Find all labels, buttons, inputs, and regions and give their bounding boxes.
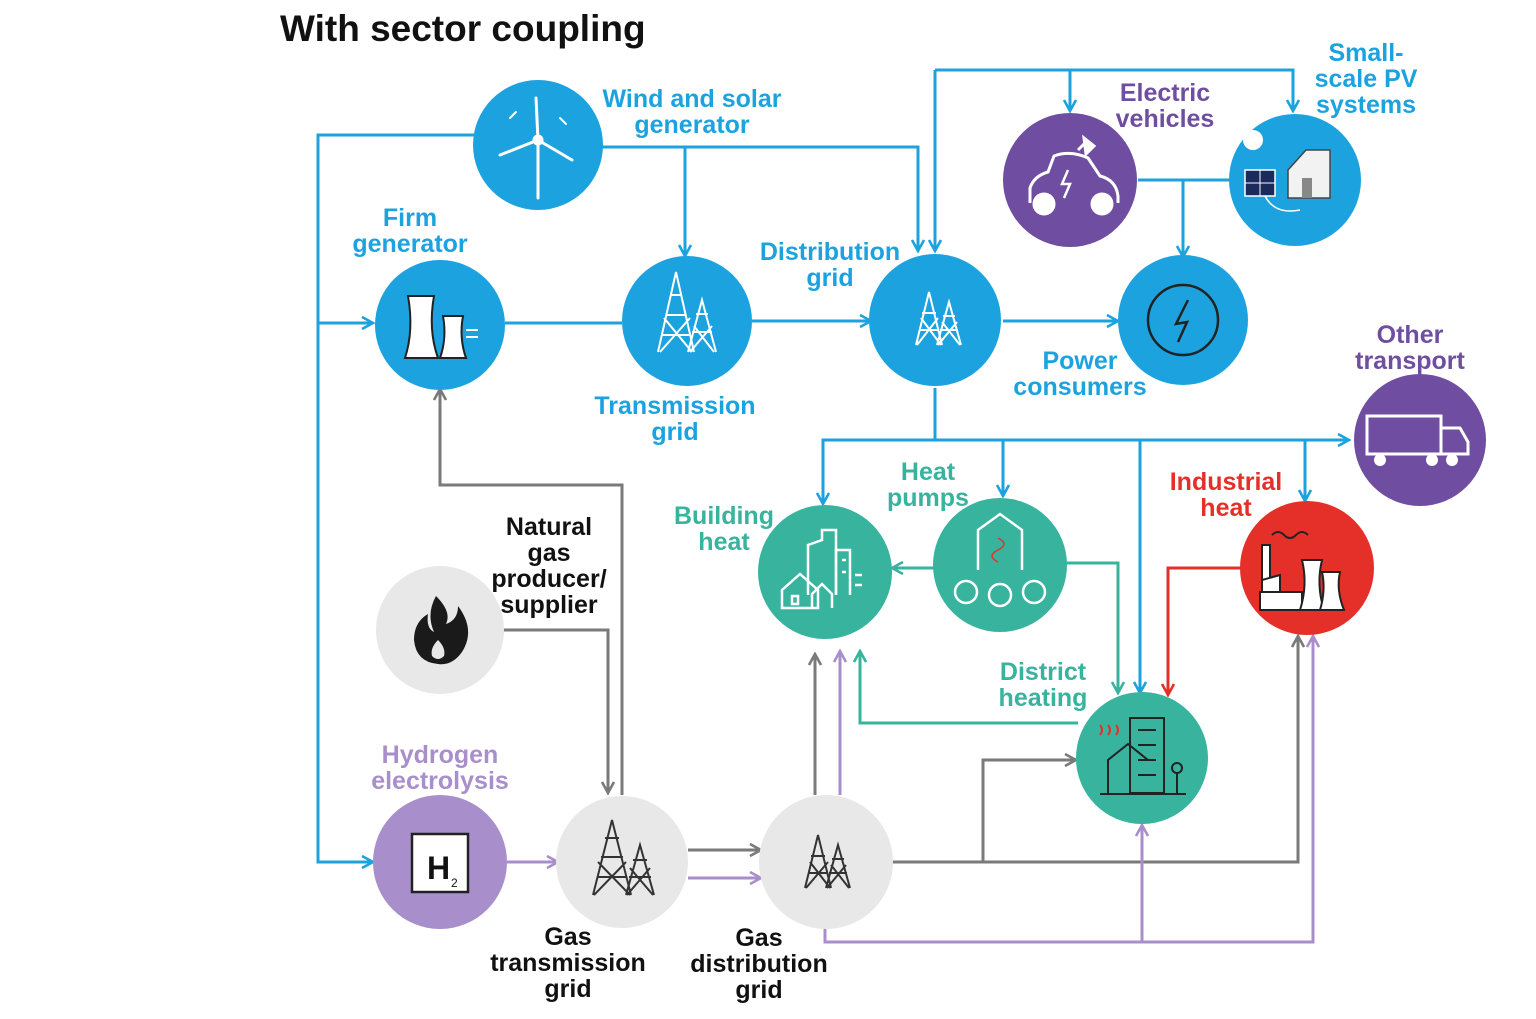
building-heat-label: Building heat: [674, 502, 774, 556]
heat-pump-icon: [953, 512, 1047, 608]
buildings-icon: [780, 528, 862, 610]
wind-solar-node: [473, 80, 603, 210]
heat-pumps-node: [933, 498, 1067, 632]
hydrogen-label: Hydrogen electrolysis: [371, 741, 509, 795]
hydrogen-flows: [507, 637, 1313, 944]
natural-gas-node: [376, 566, 504, 694]
factory-icon: [1259, 531, 1346, 611]
gas-transmission-label: Gas transmission grid: [490, 923, 646, 1003]
power-consumers-node: [1118, 255, 1248, 385]
truck-icon: [1365, 414, 1470, 466]
electric-vehicles-label: Electric vehicles: [1115, 79, 1215, 133]
electric-vehicles-node: [1003, 113, 1137, 247]
solar-house-icon: [1243, 130, 1331, 212]
district-heating-icon: [1099, 717, 1186, 795]
flame-icon: [414, 596, 469, 665]
hydrogen-icon: [410, 832, 470, 894]
wind-turbine-icon: [498, 96, 574, 200]
small-pv-node: [1229, 114, 1361, 246]
hydrogen-subscript: 2: [451, 876, 458, 890]
gas-transmission-node: [556, 796, 688, 928]
firm-generator-node: [375, 260, 505, 390]
natural-gas-flows: [440, 390, 1298, 864]
firm-generator-label: Firm generator: [352, 204, 468, 258]
electric-car-icon: [1028, 134, 1120, 216]
heat-flows: [860, 563, 1118, 725]
pylon-icon: [592, 819, 655, 896]
industrial-heat-node: [1240, 501, 1374, 635]
distribution-grid-node: [869, 254, 1001, 386]
wind-solar-label: Wind and solar generator: [602, 85, 782, 139]
pylon-icon: [657, 271, 717, 353]
industrial-heat-flow: [1168, 566, 1243, 694]
district-heating-node: [1076, 692, 1208, 824]
other-transport-node: [1354, 374, 1486, 506]
electricity-flows: [316, 68, 1348, 862]
district-heating-label: District heating: [998, 658, 1088, 712]
distribution-grid-label: Distribution grid: [759, 238, 901, 292]
other-transport-label: Other transport: [1355, 321, 1465, 375]
power-consumers-label: Power consumers: [1013, 347, 1147, 401]
lightning-icon: [1146, 283, 1220, 357]
transmission-grid-node: [622, 256, 752, 386]
gas-distribution-label: Gas distribution grid: [690, 924, 828, 1004]
small-pv-label: Small- scale PV systems: [1314, 39, 1418, 119]
hydrogen-node: H 2: [373, 795, 507, 929]
pylon-icon: [804, 834, 851, 889]
building-heat-node: [758, 505, 892, 639]
gas-distribution-node: [759, 795, 893, 929]
diagram-title: With sector coupling: [280, 8, 646, 49]
industrial-heat-label: Industrial heat: [1169, 468, 1283, 522]
cooling-tower-icon: [403, 295, 478, 359]
heat-pumps-label: Heat pumps: [887, 458, 969, 512]
transmission-grid-label: Transmission grid: [594, 392, 756, 446]
pylon-icon: [915, 291, 962, 346]
hydrogen-symbol: H: [427, 850, 450, 886]
natural-gas-label: Natural gas producer/ supplier: [491, 513, 607, 619]
